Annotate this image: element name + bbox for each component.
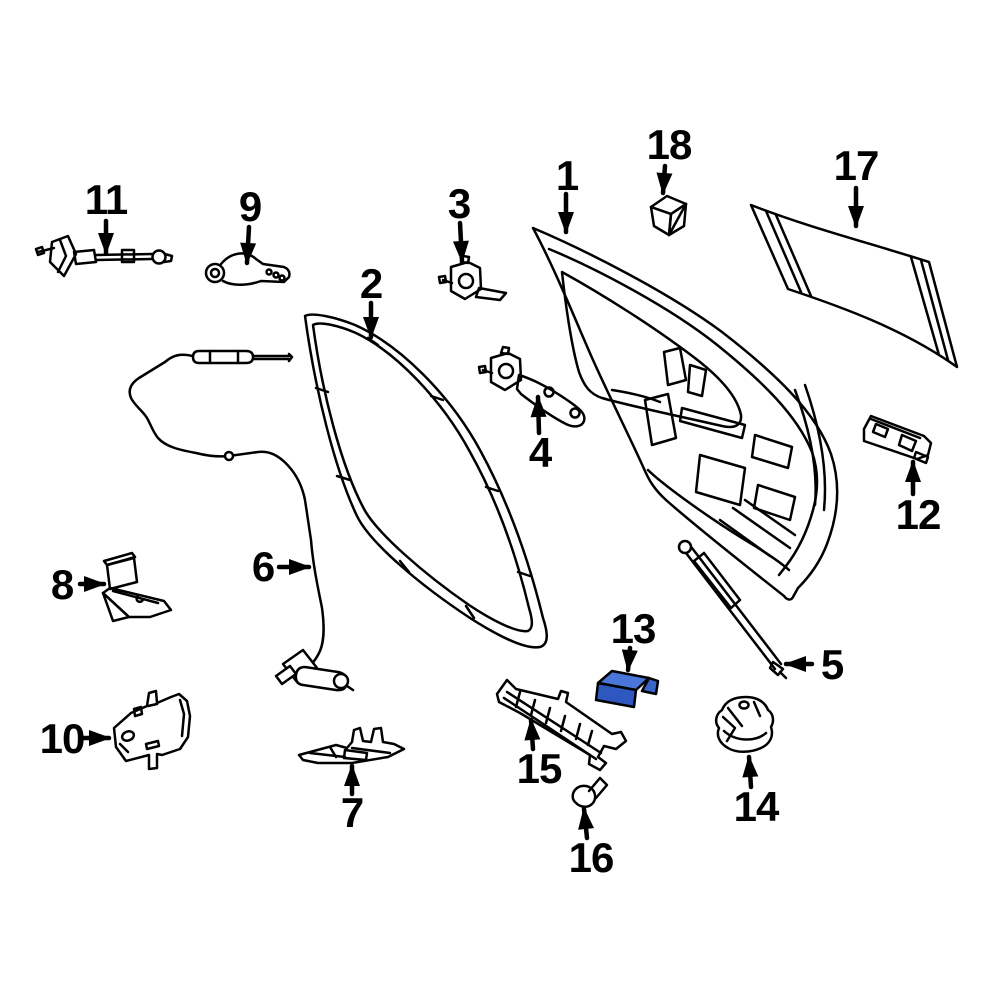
callout-arrow-4 — [530, 394, 547, 436]
callout-label-3: 3 — [447, 180, 471, 227]
callout-label-2: 2 — [359, 260, 383, 307]
callout-label-7: 7 — [340, 789, 364, 836]
callout-label-14: 14 — [733, 783, 780, 830]
part-3-hinge-drawing — [437, 254, 508, 302]
callout-arrow-18 — [656, 163, 673, 196]
callout-arrow-14 — [742, 754, 759, 790]
callout-label-16: 16 — [568, 834, 615, 881]
part-11-release-cable-drawing — [34, 234, 174, 278]
line-art-root — [34, 163, 959, 841]
part-12-module-drawing — [862, 414, 933, 465]
callout-label-12: 12 — [895, 491, 942, 538]
part-17-glass-drawing — [749, 203, 959, 369]
callout-label-17: 17 — [833, 142, 880, 189]
callout-label-15: 15 — [516, 745, 563, 792]
part-13-highlighted-clip-drawing — [594, 669, 660, 709]
callout-label-4: 4 — [528, 429, 552, 476]
part-8-bracket-drawing — [101, 551, 173, 623]
callout-label-8: 8 — [50, 561, 74, 608]
part-2-weatherstrip-seal-drawing — [303, 313, 548, 649]
callout-arrow-15 — [524, 717, 541, 752]
part-16-clip-drawing — [571, 776, 609, 808]
part-14-bumper-drawing — [714, 695, 775, 753]
callout-label-10: 10 — [39, 715, 86, 762]
part-4-hinge-bracket-drawing — [477, 345, 586, 428]
callout-arrow-3 — [452, 220, 469, 264]
callout-label-13: 13 — [610, 605, 657, 652]
callout-arrow-13 — [621, 645, 638, 673]
part-6-wiring-harness-drawing — [128, 349, 355, 692]
callout-arrows — [77, 163, 921, 841]
callout-label-1: 1 — [555, 152, 579, 199]
part-1-liftgate-panel-drawing — [531, 226, 839, 601]
callout-label-18: 18 — [646, 121, 693, 168]
part-10-latch-drawing — [112, 689, 192, 771]
part-15-grid-bracket-drawing — [495, 678, 628, 772]
callout-label-5: 5 — [820, 641, 844, 688]
callout-label-9: 9 — [238, 183, 262, 230]
part-5-gas-strut-drawing — [677, 539, 788, 680]
part-18-fastener-drawing — [649, 194, 688, 237]
callout-arrow-16 — [578, 806, 595, 841]
callout-arrow-9 — [240, 224, 257, 266]
part-7-trim-bracket-drawing — [297, 726, 406, 765]
callout-label-6: 6 — [251, 543, 275, 590]
callout-label-11: 11 — [84, 176, 128, 223]
